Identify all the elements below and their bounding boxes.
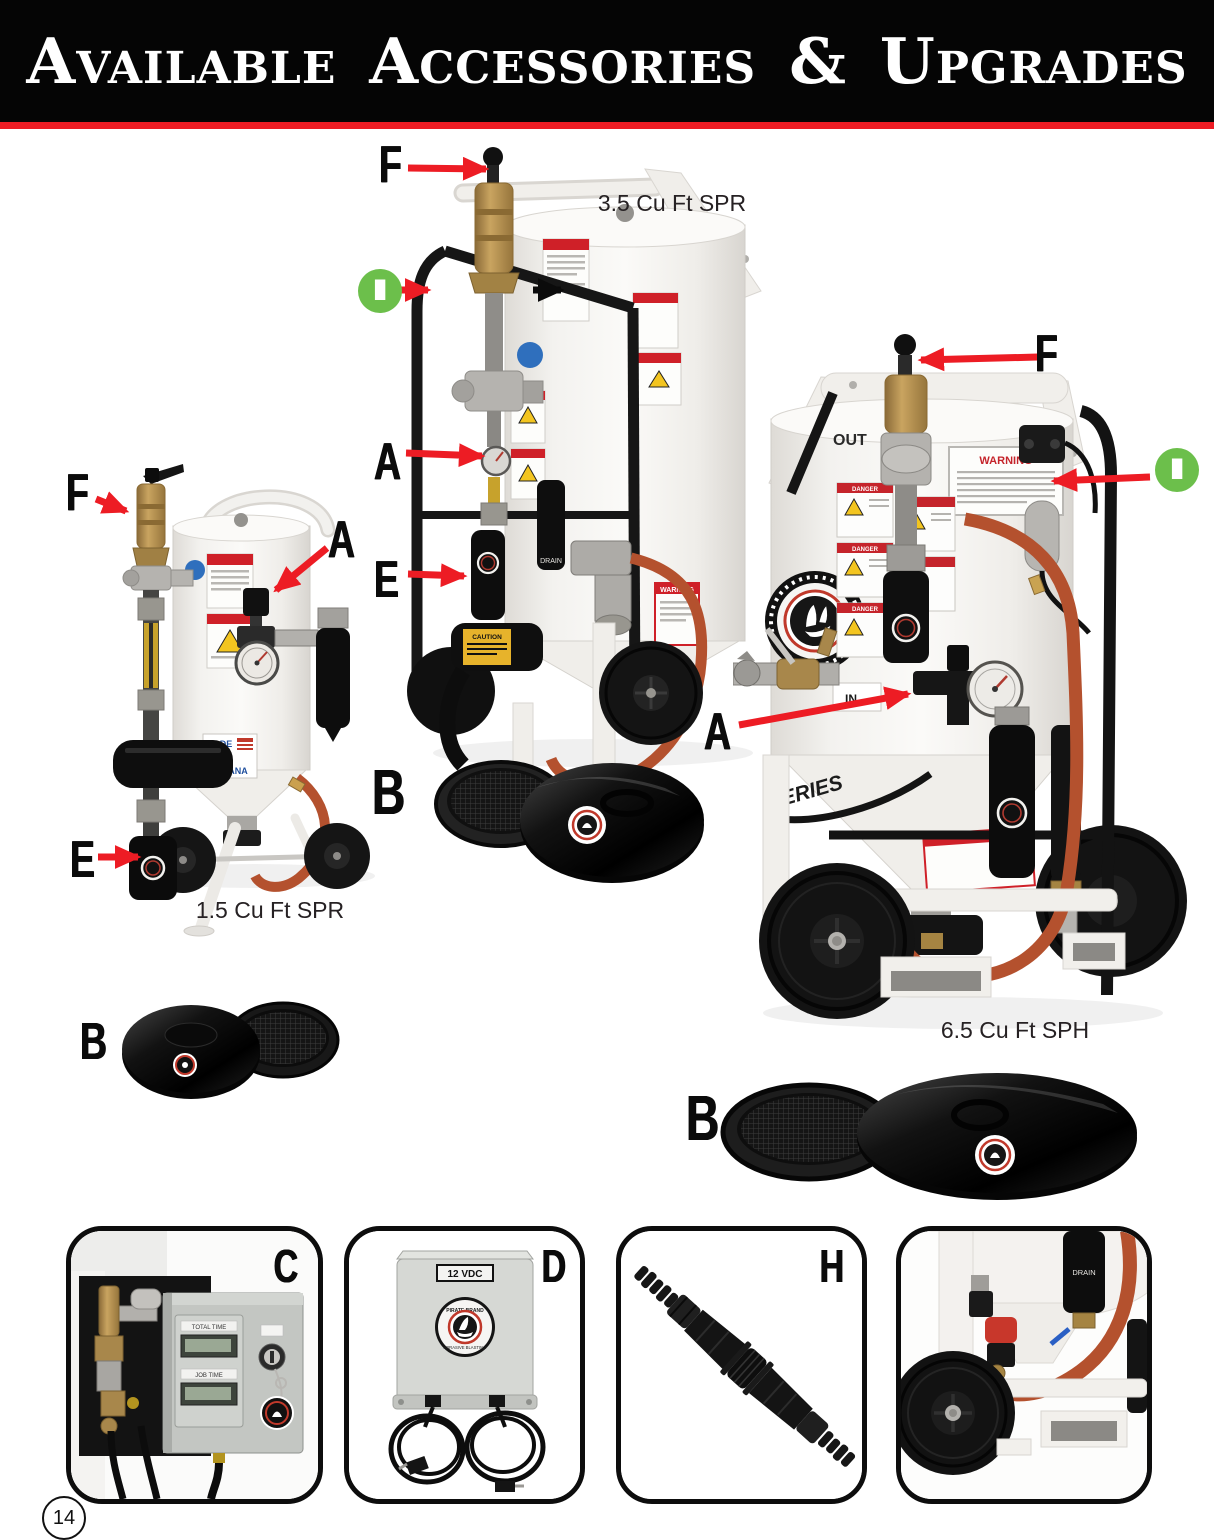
callout-letter-e-small: E [70,831,95,889]
lid-screen-pair-small [122,1001,340,1099]
svg-text:DANGER: DANGER [852,487,879,493]
brand-tagline-label: ABRASIVE BLASTING [444,1345,487,1350]
timer-control-photo: TOTAL TIME JOB TIME [71,1231,318,1499]
callout-letter-b-large: B [686,1082,720,1154]
svg-text:DANGER: DANGER [852,607,879,613]
caption-6-5-cuft-sph: 6.5 Cu Ft SPH [940,1017,1090,1043]
page-number-badge: 14 [42,1496,86,1540]
page-number: 14 [52,1506,76,1529]
page-title: Available Accessories & Upgrades [26,24,1188,98]
lid-screen-pair-medium [434,760,704,883]
callout-letter-f-small: F [66,464,89,522]
connector-photo [621,1231,862,1499]
pot-base-photo: DRAIN [901,1231,1147,1499]
total-time-label: TOTAL TIME [192,1325,226,1331]
vdc-box-photo: 12 VDC PIRATE BRAND ABRASIVE BLASTING [349,1231,580,1499]
drain-filter-label: DRAIN [1072,1268,1095,1277]
warning-label: WARNING [660,587,694,594]
machine-photo-6-5-cuft-sph: OUT WARNING DANGER DANGER [733,334,1187,1029]
machine-photo-1-5-cuft-spr: MADE IN INDIANA [113,464,375,937]
svg-text:DANGER: DANGER [852,547,879,553]
header-banner: Available Accessories & Upgrades [0,0,1214,122]
panel-letter-c: C [273,1240,298,1292]
job-time-label: JOB TIME [195,1373,223,1379]
panel-letter-h: H [819,1240,844,1292]
callout-letter-f-medium: F [379,136,402,194]
panel-c-timer-control: TOTAL TIME JOB TIME C [66,1226,323,1504]
lid-screen-pair-large [720,1073,1137,1200]
panel-d-12vdc-box: 12 VDC PIRATE BRAND ABRASIVE BLASTING D [344,1226,585,1504]
callout-letter-a-medium: A [374,433,402,491]
machine-photo-3-5-cuft-spr: WARNING DRAIN [407,147,762,778]
inlet-label: IN [845,692,857,706]
panel-i-pot-base: DRAIN I [896,1226,1152,1504]
red-stripe [0,122,1214,129]
callout-letter-a-large: A [704,703,732,761]
caption-1-5-cuft-spr: 1.5 Cu Ft SPR [195,897,345,923]
caption-3-5-cuft-spr: 3.5 Cu Ft SPR [597,190,747,216]
callout-badge-i-large: I [1155,448,1199,492]
vdc-label: 12 VDC [447,1269,482,1280]
caution-label: CAUTION [472,634,502,641]
callout-letter-a-small: A [328,511,356,569]
callout-letter-b-medium: B [372,756,406,828]
panel-letter-d: D [541,1240,566,1292]
callout-badge-i-medium: I [358,269,402,313]
callout-letter-e-medium: E [374,551,399,609]
panel-h-cable-connector: H [616,1226,867,1504]
out-label: OUT [833,432,867,449]
drain-label: DRAIN [540,558,562,565]
callout-letter-f-large: F [1035,325,1058,383]
callout-letter-b-small: B [80,1013,108,1071]
